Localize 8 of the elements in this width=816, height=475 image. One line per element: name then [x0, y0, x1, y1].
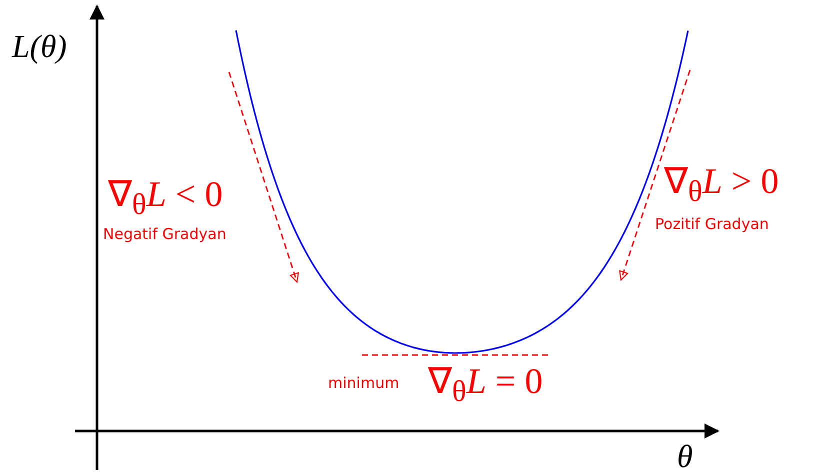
annotation-text: Pozitif Gradyan — [655, 217, 769, 232]
axis-label: L(θ) — [12, 30, 67, 62]
axis-label: θ — [677, 440, 693, 472]
annotation-text: Negatif Gradyan — [103, 227, 226, 242]
annotation-text: minimum — [328, 376, 400, 391]
math-label: ∇$_{θ}$L < 0 — [108, 176, 223, 220]
math-label: ∇$_{θ}$L > 0 — [664, 163, 779, 208]
math-label: ∇$_{θ}$L = 0 — [428, 363, 543, 408]
